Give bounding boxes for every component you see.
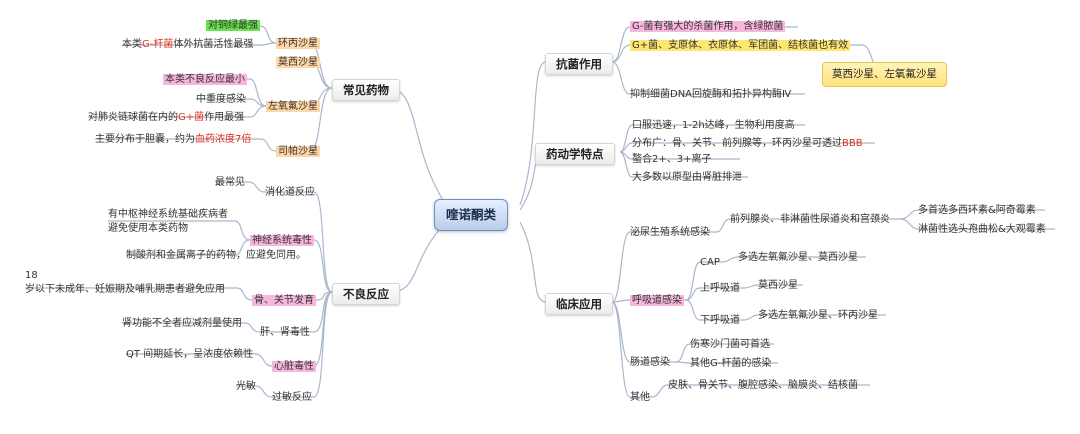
resp-lower[interactable]: 下呼吸道	[700, 315, 740, 326]
clinical-resp[interactable]: 呼吸道感染	[630, 295, 684, 306]
neuro-note-2: 避免使用本类药物	[108, 223, 188, 234]
digestive-note: 最常见	[215, 177, 245, 188]
neuro-note-3: 制酸剂和金属离子的药物，应避免同用。	[126, 250, 306, 261]
resp-upper[interactable]: 上呼吸道	[700, 283, 740, 294]
neuro-note-1: 有中枢神经系统基础疾病者	[108, 209, 228, 220]
center-topic[interactable]: 喹诺酮类	[434, 199, 509, 231]
drug-levo[interactable]: 左氧氟沙星	[266, 101, 320, 112]
levo-note-moderate: 中重度感染	[196, 94, 246, 105]
branch-clinical[interactable]: 临床应用	[545, 293, 613, 315]
uro-leaf-1: 多首选多西环素&阿奇霉素	[918, 205, 1036, 216]
resp-cap-note: 多选左氧氟沙星、莫西沙星	[738, 252, 858, 263]
allergy-note: 光敏	[236, 381, 256, 392]
resp-upper-note: 莫西沙星	[758, 280, 798, 291]
drug-cipro[interactable]: 环丙沙星	[276, 38, 320, 49]
resp-lower-note: 多选左氧氟沙星、环丙沙星	[758, 310, 878, 321]
adverse-bone[interactable]: 骨、关节发育	[252, 295, 316, 306]
cipro-note-gneg: 本类G-杆菌体外抗菌活性最强	[122, 39, 254, 50]
uro-leaf-2: 淋菌性选头孢曲松&大观霉素	[918, 224, 1046, 235]
uro-sub: 前列腺炎、非淋菌性尿道炎和宫颈炎	[730, 214, 890, 225]
gut-note-2: 其他G-杆菌的感染	[690, 358, 772, 369]
antibacterial-item-3: 抑制细菌DNA回旋酶和拓扑异构酶Ⅳ	[630, 89, 792, 100]
adverse-allergy[interactable]: 过敏反应	[272, 392, 312, 403]
pk-item-1: 口服迅速，1-2h达峰，生物利用度高	[632, 120, 795, 131]
adverse-heart[interactable]: 心脏毒性	[272, 361, 316, 372]
clinical-gut[interactable]: 肠道感染	[630, 357, 670, 368]
other-note: 皮肤、骨关节、腹腔感染、脑膜炎、结核菌	[668, 380, 858, 391]
clinical-uro[interactable]: 泌尿生殖系统感染	[630, 227, 710, 238]
bone-note-1: 18	[25, 270, 38, 281]
heart-note: QT 间期延长，呈浓度依赖性	[126, 349, 254, 360]
adverse-liver-kidney[interactable]: 肝、肾毒性	[260, 327, 310, 338]
branch-common-drugs[interactable]: 常见药物	[332, 79, 400, 101]
gut-note-1: 伤寒沙门菌可首选	[690, 339, 770, 350]
antibacterial-callout[interactable]: 莫西沙星、左氧氟沙星	[822, 62, 947, 87]
liver-note: 肾功能不全者应减剂量使用	[122, 318, 242, 329]
branch-adverse[interactable]: 不良反应	[332, 283, 400, 305]
pk-item-3: 螯合2+、3+离子	[632, 154, 712, 165]
resp-cap[interactable]: CAP	[700, 257, 720, 268]
adverse-digestive[interactable]: 消化道反应	[265, 187, 315, 198]
branch-pharmacokinetics[interactable]: 药动学特点	[535, 143, 615, 165]
adverse-neuro[interactable]: 神经系统毒性	[250, 235, 314, 246]
antibacterial-item-1: G-菌有强大的杀菌作用，含绿脓菌	[630, 21, 786, 32]
drug-sipa[interactable]: 司帕沙星	[276, 146, 320, 157]
pk-item-4: 大多数以原型由肾脏排泄	[632, 172, 742, 183]
sipa-note: 主要分布于胆囊，约为血药浓度7倍	[95, 134, 252, 145]
levo-note-least-adverse: 本类不良反应最小	[163, 74, 247, 85]
branch-antibacterial[interactable]: 抗菌作用	[545, 53, 613, 75]
drug-moxi[interactable]: 莫西沙星	[276, 57, 320, 68]
antibacterial-item-2: G+菌、支原体、衣原体、军团菌、结核菌也有效	[630, 40, 851, 51]
bone-note-2: 岁以下未成年、妊娠期及哺乳期患者避免应用	[25, 284, 225, 295]
pk-item-2: 分布广：骨、关节、前列腺等，环丙沙星可透过BBB	[632, 138, 863, 149]
clinical-other[interactable]: 其他	[630, 392, 650, 403]
cipro-note-pseudomonas: 对铜绿最强	[206, 20, 260, 31]
levo-note-gpos: 对肺炎链球菌在内的G+菌作用最强	[88, 112, 245, 123]
